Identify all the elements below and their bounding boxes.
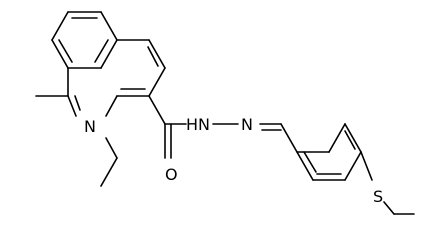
bonds (35, 11, 415, 215)
bond (344, 123, 362, 153)
bond (94, 39, 109, 63)
bond (383, 201, 395, 215)
amide-oxygen-label: O (165, 165, 178, 184)
bond (296, 151, 314, 181)
bond (74, 95, 81, 111)
bond (280, 123, 298, 153)
bond (360, 151, 373, 181)
ring-nitrogen-label: N (84, 117, 96, 136)
bond (344, 151, 362, 181)
bond (100, 11, 118, 41)
bond (303, 151, 317, 173)
bond (105, 137, 118, 159)
bond (148, 67, 166, 97)
bond (67, 95, 77, 117)
thioether-sulfur-label: S (373, 187, 383, 206)
hydrazone-nitrogen-label: N (241, 115, 253, 134)
bond (147, 46, 159, 67)
bond (100, 39, 118, 69)
bond (51, 11, 69, 41)
bond (328, 123, 346, 153)
bond (344, 130, 356, 150)
hydrazide-nh-label: HN (186, 115, 210, 134)
bond (148, 39, 166, 69)
bond (58, 39, 73, 63)
bond (105, 95, 118, 117)
bond (51, 39, 69, 69)
atom-labels: N O HN N S (84, 115, 383, 206)
bond (100, 157, 118, 187)
bond (148, 95, 166, 125)
